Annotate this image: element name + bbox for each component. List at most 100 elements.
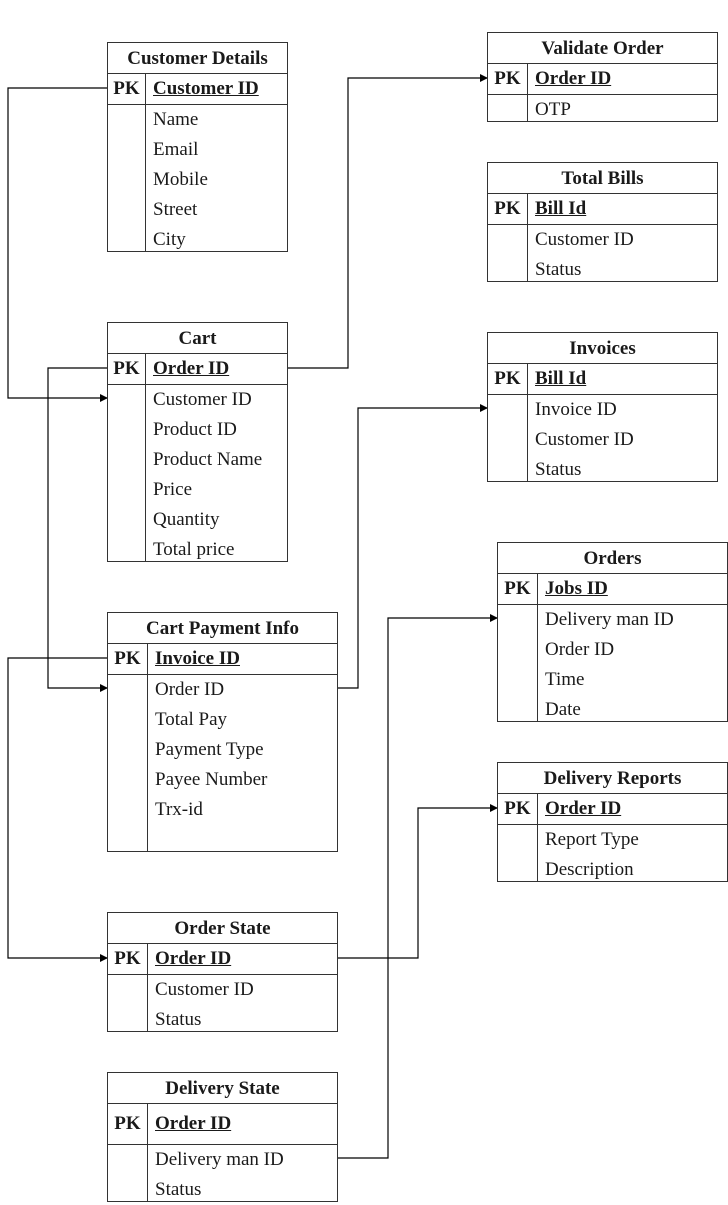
entity-title: Delivery State: [108, 1073, 337, 1104]
entity-attribute: OTP: [535, 99, 571, 120]
entity-attribute: Product ID: [153, 419, 237, 440]
primary-key-name: Customer ID: [153, 78, 259, 99]
attribute-list: Invoice ID Customer ID Status: [488, 395, 717, 481]
entity-attribute: Invoice ID: [535, 399, 617, 420]
entity-attribute: Status: [535, 459, 582, 480]
primary-key-row: PK Bill Id: [488, 194, 717, 225]
entity-attribute: Status: [155, 1179, 202, 1200]
entity-attribute: Order ID: [155, 679, 225, 700]
attribute-key-column: [498, 825, 538, 881]
entity-title: Order State: [108, 913, 337, 944]
primary-key-name: Order ID: [545, 798, 622, 819]
pk-label: PK: [108, 1104, 148, 1144]
attribute-key-column: [108, 675, 148, 851]
primary-key-name: Bill Id: [535, 198, 587, 219]
entity-title: Validate Order: [488, 33, 717, 64]
entity-attribute: Customer ID: [535, 229, 634, 250]
link-delivery-state-to-orders: [338, 614, 498, 1159]
primary-key-name: Order ID: [155, 1113, 232, 1134]
entity-attribute: Payee Number: [155, 769, 268, 790]
primary-key-row: PK Customer ID: [108, 74, 287, 105]
pk-label: PK: [488, 364, 528, 394]
entity-attribute: Payment Type: [155, 739, 264, 760]
primary-key-row: PK Invoice ID: [108, 644, 337, 675]
entity-title: Cart Payment Info: [108, 613, 337, 644]
primary-key-row: PK Bill Id: [488, 364, 717, 395]
pk-label: PK: [488, 194, 528, 224]
pk-label: PK: [498, 574, 538, 604]
pk-label: PK: [108, 354, 146, 384]
entity-title: Total Bills: [488, 163, 717, 194]
entity-attribute: Product Name: [153, 449, 263, 470]
pk-label: PK: [108, 644, 148, 674]
entity-attribute: Customer ID: [535, 429, 634, 450]
entity-attribute: Total price: [153, 539, 235, 560]
entity-attribute: City: [153, 229, 186, 250]
pk-label: PK: [488, 64, 528, 94]
attribute-key-column: [108, 1145, 148, 1201]
entity-attribute: Trx-id: [155, 799, 203, 820]
entity-attribute: Name: [153, 109, 199, 130]
primary-key-name: Order ID: [535, 68, 612, 89]
attribute-list: Delivery man ID Status: [108, 1145, 337, 1201]
link-payment-to-order-state: [7, 657, 108, 962]
attribute-key-column: [108, 105, 146, 251]
primary-key-name: Order ID: [155, 948, 232, 969]
entity-attribute: Customer ID: [153, 389, 252, 410]
entity-attribute: Customer ID: [155, 979, 254, 1000]
attribute-key-column: [488, 225, 528, 281]
attribute-list: Customer ID Status: [108, 975, 337, 1031]
entity-title: Delivery Reports: [498, 763, 727, 794]
entity-attribute: Mobile: [153, 169, 208, 190]
entity-attribute: Order ID: [545, 639, 615, 660]
entity-attribute: Street: [153, 199, 198, 220]
entity-title: Cart: [108, 323, 287, 354]
entity-title: Customer Details: [108, 43, 287, 74]
entity-attribute: Price: [153, 479, 193, 500]
primary-key-name: Jobs ID: [545, 578, 608, 599]
entity-attribute: Delivery man ID: [155, 1149, 284, 1170]
entity-attribute: Description: [545, 859, 634, 880]
entity-attribute: Report Type: [545, 829, 639, 850]
link-cart-to-payment: [47, 367, 108, 692]
primary-key-name: Bill Id: [535, 368, 587, 389]
entity-title: Invoices: [488, 333, 717, 364]
entity-attribute: Quantity: [153, 509, 220, 530]
pk-label: PK: [108, 74, 146, 104]
primary-key-row: PK Order ID: [108, 1104, 337, 1145]
link-order-state-to-delivery-reports: [338, 804, 498, 959]
entity-attribute: Date: [545, 699, 581, 720]
entity-attribute: Delivery man ID: [545, 609, 674, 630]
primary-key-name: Invoice ID: [155, 648, 240, 669]
pk-label: PK: [498, 794, 538, 824]
link-payment-to-invoices: [338, 404, 488, 689]
entity-attribute: Total Pay: [155, 709, 228, 730]
attribute-key-column: [488, 95, 528, 121]
primary-key-row: PK Order ID: [108, 944, 337, 975]
attribute-key-column: [498, 605, 538, 721]
attribute-list: OTP: [488, 95, 717, 121]
entity-title: Orders: [498, 543, 727, 574]
entity-attribute: Status: [155, 1009, 202, 1030]
attribute-key-column: [108, 385, 146, 561]
pk-label: PK: [108, 944, 148, 974]
primary-key-row: PK Order ID: [488, 64, 717, 95]
